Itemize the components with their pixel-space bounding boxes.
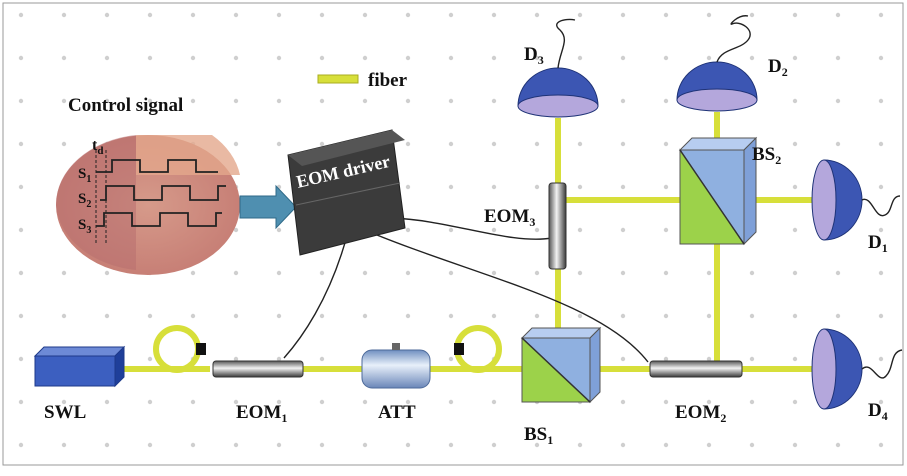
control-signal: Control signal td S1 S2 S3: [55, 95, 240, 275]
d2-label: D2: [768, 56, 788, 79]
eom-driver: EOM driver: [287, 129, 406, 256]
signal-s2-label: S2: [78, 191, 91, 210]
bs1-beamsplitter: [520, 326, 602, 404]
eom3-modulator: [548, 182, 567, 270]
detector-d3: [517, 18, 599, 118]
att-label: ATT: [378, 402, 416, 423]
signal-arrow: [239, 184, 297, 230]
legend: fiber: [317, 70, 408, 91]
attenuator: [361, 343, 431, 389]
driver-cables: [283, 217, 649, 363]
detector-d1: [811, 159, 901, 241]
signal-s3-label: S3: [78, 217, 91, 236]
signal-s1-wave: [96, 159, 218, 173]
detector-d4: [811, 328, 903, 410]
signal-s2-wave: [100, 185, 226, 201]
coil-1-connector: [196, 343, 206, 355]
d1-label: D1: [868, 232, 888, 255]
control-signal-title: Control signal: [68, 95, 183, 116]
eom2-modulator: [649, 360, 743, 378]
delay-label: td: [92, 137, 103, 157]
bs1-label: BS1: [524, 424, 553, 447]
eom1-label: EOM1: [236, 402, 287, 425]
swl-label: SWL: [44, 402, 86, 423]
eom2-label: EOM2: [675, 402, 726, 425]
swl-laser: [33, 345, 126, 388]
d4-label: D4: [868, 400, 888, 423]
bs2-label: BS2: [752, 144, 781, 167]
signal-s1-label: S1: [78, 166, 91, 185]
coil-2-connector: [454, 343, 464, 355]
legend-fiber-swatch: [317, 74, 359, 84]
legend-fiber-label: fiber: [368, 70, 408, 91]
eom3-label: EOM3: [484, 206, 535, 229]
d3-label: D3: [524, 44, 544, 67]
bs2-beamsplitter: [678, 136, 758, 246]
detector-d2: [676, 15, 758, 112]
eom1-modulator: [212, 360, 304, 378]
signal-s3-wave: [96, 212, 222, 227]
